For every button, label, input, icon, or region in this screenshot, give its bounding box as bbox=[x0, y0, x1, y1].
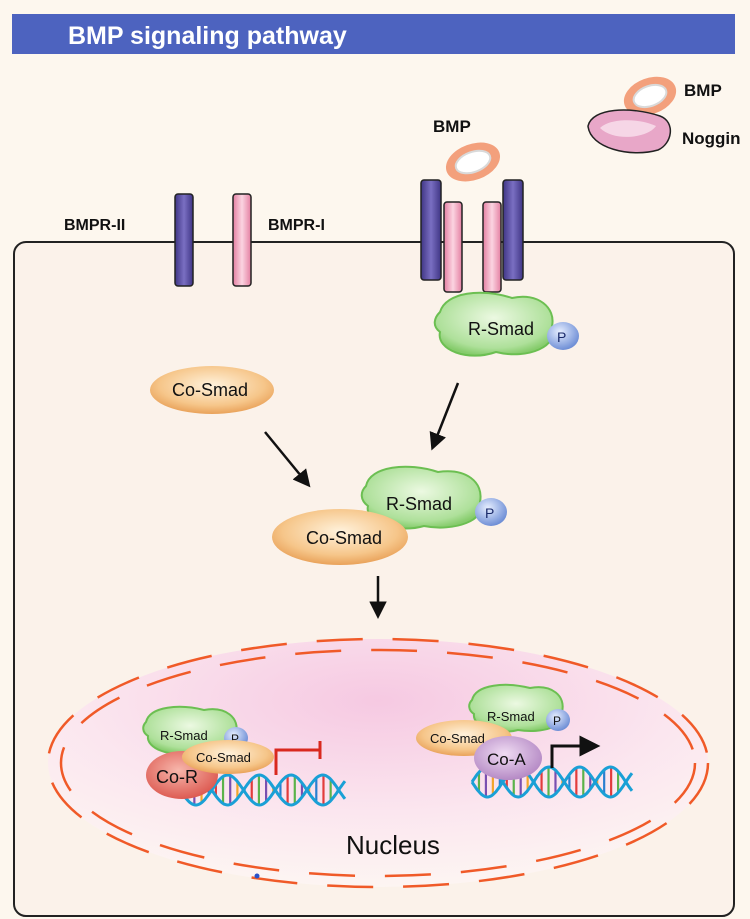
activate-phospho-badge bbox=[546, 709, 570, 731]
bmpr-ii-label: BMPR-II bbox=[64, 217, 125, 234]
legend: BMP Noggin bbox=[587, 76, 741, 154]
header-title: BMP signaling pathway bbox=[68, 22, 347, 50]
nucleus: Nucleus bbox=[46, 637, 710, 889]
coactivator-shape bbox=[474, 736, 542, 780]
repress-cosmad-label: Co-Smad bbox=[196, 750, 251, 765]
dna-left bbox=[178, 773, 347, 807]
complex-phospho-label: P bbox=[485, 505, 494, 521]
cosmad-label: Co-Smad bbox=[172, 380, 248, 400]
bmpr-i-bound-left bbox=[443, 201, 463, 293]
phospho-label: P bbox=[557, 329, 566, 345]
bmp-ligand-icon bbox=[445, 142, 501, 182]
arrow-cosmad-to-complex bbox=[264, 431, 311, 488]
repression-complex: R-Smad P Co-R Co-Smad bbox=[142, 705, 322, 799]
complex-phospho-badge bbox=[475, 498, 507, 526]
bmpr-ii-receptor bbox=[174, 193, 194, 287]
legend-noggin-label: Noggin bbox=[682, 129, 741, 148]
bmpr-ii-bound-right bbox=[502, 179, 524, 281]
header-background bbox=[12, 14, 735, 54]
bmpr-i-receptor bbox=[232, 193, 252, 287]
arrow-rsmad-to-complex bbox=[429, 382, 460, 451]
nucleus-envelope-inner bbox=[59, 648, 697, 878]
activate-rsmad-label: R-Smad bbox=[487, 709, 535, 724]
dna-left-strand-1 bbox=[178, 773, 347, 807]
inhibition-line bbox=[274, 748, 320, 775]
rsmad-phosphorylated: R-Smad P bbox=[433, 291, 579, 357]
activate-phospho-label: P bbox=[553, 714, 561, 728]
complex-rsmad-label: R-Smad bbox=[386, 494, 452, 514]
bmpr-ii-bound-left bbox=[420, 179, 442, 281]
dna-right-rungs bbox=[477, 767, 627, 797]
repress-phospho-label: P bbox=[231, 732, 239, 746]
legend-noggin-icon bbox=[587, 109, 671, 154]
bmp-ligand-label: BMP bbox=[433, 117, 471, 136]
smad-complex: R-Smad Co-Smad P bbox=[272, 465, 507, 565]
nucleus-label: Nucleus bbox=[346, 830, 440, 860]
rsmad-label: R-Smad bbox=[468, 319, 534, 339]
repress-rsmad-label: R-Smad bbox=[160, 728, 208, 743]
bmpr-i-label: BMPR-I bbox=[268, 217, 325, 234]
legend-bmp-label: BMP bbox=[684, 81, 722, 100]
dna-right-strand-1 bbox=[470, 765, 634, 799]
legend-bmp-icon bbox=[623, 76, 677, 116]
complex-cosmad-shape bbox=[272, 509, 408, 565]
corepressor-label: Co-R bbox=[156, 767, 198, 787]
envelope-dot bbox=[254, 873, 260, 879]
complex-rsmad-shape bbox=[360, 465, 483, 530]
phospho-badge bbox=[547, 322, 579, 350]
activation-arrow bbox=[550, 735, 601, 768]
activate-cosmad-label: Co-Smad bbox=[430, 731, 485, 746]
repress-cosmad-shape bbox=[182, 740, 274, 774]
coactivator-label: Co-A bbox=[487, 750, 526, 769]
receptor-complex: BMP bbox=[420, 117, 524, 293]
header-bar: BMP signaling pathway bbox=[12, 14, 735, 54]
cosmad-shape bbox=[150, 366, 274, 414]
cosmad: Co-Smad bbox=[150, 366, 274, 414]
activation-complex: R-Smad P Co-Smad Co-A bbox=[416, 683, 601, 780]
nucleus-envelope-outer bbox=[46, 637, 710, 889]
bmpr-i-bound-right bbox=[482, 201, 502, 293]
rsmad-shape bbox=[433, 291, 555, 357]
complex-cosmad-label: Co-Smad bbox=[306, 528, 382, 548]
